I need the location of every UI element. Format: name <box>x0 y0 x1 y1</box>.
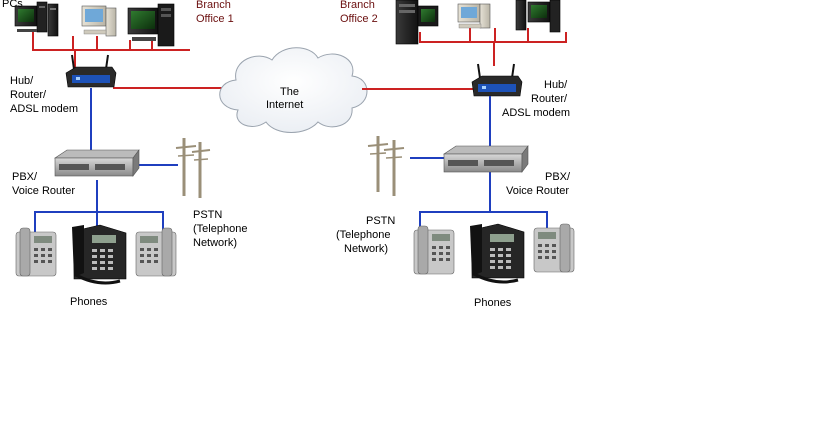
branch-office-1-label-line2: Office 1 <box>196 13 234 25</box>
hub-label-right-line1: Hub/ <box>544 79 568 91</box>
phones-label-left: Phones <box>70 296 108 308</box>
branch-office-1-label-line1: Branch <box>196 0 231 11</box>
desktop-pc-icon <box>81 5 117 37</box>
desktop-pc-icon <box>395 0 439 45</box>
desktop-pc-icon <box>515 0 561 33</box>
cloud-icon <box>219 47 368 133</box>
hub-label-right-line2: Router/ <box>531 93 568 105</box>
desktop-pc-icon <box>14 1 48 33</box>
internet-cloud: The Internet <box>219 47 368 133</box>
telephone-pole-icon <box>175 138 211 198</box>
pbx-label-right-line2: Voice Router <box>506 185 569 197</box>
desktop-pc-icon <box>127 3 175 47</box>
pstn-label-left-line3: Network) <box>193 237 237 249</box>
pbx-label-left-line1: PBX/ <box>12 171 38 183</box>
pbx-label-right-line1: PBX/ <box>545 171 571 183</box>
router-icon <box>65 54 117 88</box>
phones-label-right: Phones <box>474 297 512 309</box>
hub-label-left-line2: Router/ <box>10 89 47 101</box>
desk-phone-icon <box>15 227 57 277</box>
desktop-pc-icon <box>457 3 491 29</box>
voice-wiring-left <box>34 88 178 232</box>
pstn-label-right-line3: Network) <box>344 243 388 255</box>
pbx-icon <box>54 149 140 177</box>
hub-label-left-line3: ADSL modem <box>10 103 78 115</box>
desktop-pc-icon <box>47 3 59 37</box>
desk-phone-icon <box>72 224 127 285</box>
router-icon <box>471 63 523 97</box>
branch-office-2: Branch Office 2 Hub/ Router/ ADSL modem … <box>336 0 575 309</box>
branch-office-1: PCs Branch Office 1 Hub/ Router/ ADSL mo… <box>2 0 247 308</box>
lan-wiring-right <box>362 28 567 90</box>
pbx-label-left-line2: Voice Router <box>12 185 75 197</box>
hub-label-right-line3: ADSL modem <box>502 107 570 119</box>
desk-phone-icon <box>135 227 177 277</box>
cloud-label-line2: Internet <box>266 99 303 111</box>
pstn-label-right-line2: (Telephone <box>336 229 390 241</box>
voice-wiring-right <box>410 96 548 232</box>
branch-office-2-label-line1: Branch <box>340 0 375 11</box>
pstn-label-left-line2: (Telephone <box>193 223 247 235</box>
pcs-label-left: PCs <box>2 0 23 10</box>
branch-office-2-label-line2: Office 2 <box>340 13 378 25</box>
pbx-icon <box>443 145 529 173</box>
telephone-pole-icon <box>367 136 405 196</box>
hub-label-left-line1: Hub/ <box>10 75 34 87</box>
pstn-label-left-line1: PSTN <box>193 209 222 221</box>
pstn-label-right-line1: PSTN <box>366 215 395 227</box>
desk-phone-icon <box>470 223 525 284</box>
cloud-label-line1: The <box>280 86 299 98</box>
desk-phone-icon <box>413 225 455 275</box>
desk-phone-icon <box>533 223 575 273</box>
lan-wiring-left <box>32 30 228 89</box>
